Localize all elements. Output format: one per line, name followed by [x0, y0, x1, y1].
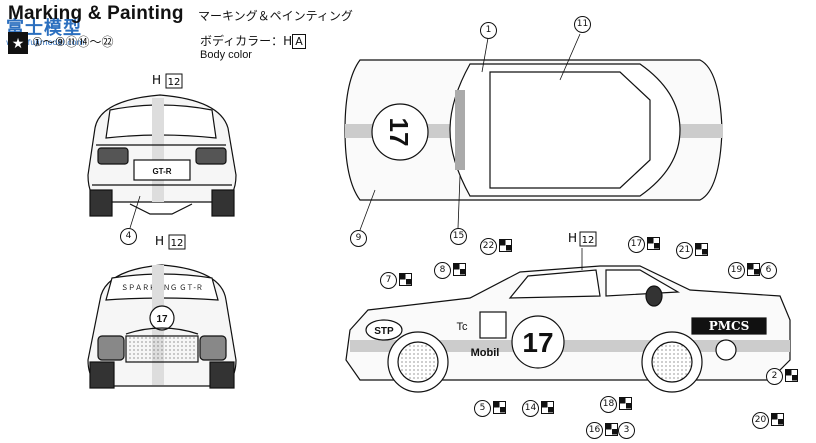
- roof-number: 17: [384, 118, 414, 147]
- front-view-drawing: ＳＰＡＲＫＩＮＧ ＧＴ-Ｒ 17: [87, 264, 237, 389]
- rear-view-drawing: GT-R: [87, 94, 237, 217]
- decal-marker-icon: [619, 396, 632, 410]
- callout-17: 17: [628, 236, 660, 253]
- decal-marker-icon: [499, 238, 512, 252]
- page-title: Marking & Painting: [8, 3, 184, 24]
- decal-marker-icon: [647, 236, 660, 250]
- side-view-drawing: 17 PMCS STP Mobil Tc: [345, 265, 791, 393]
- rear-plate-text: GT-R: [152, 167, 171, 176]
- watermark-url: www.fujimodel.com: [6, 38, 85, 47]
- page-title-japanese: マーキング＆ペインティング: [198, 9, 353, 23]
- decal-marker-icon: [785, 368, 798, 382]
- callout-15: 15: [450, 228, 467, 245]
- callout-5: 5: [474, 400, 506, 417]
- body-color-jp-text: ボディカラー：H: [200, 34, 293, 48]
- callout-4: 4: [120, 228, 137, 245]
- rear-color-prefix: H: [152, 73, 161, 87]
- callout-7: 7: [380, 272, 412, 289]
- callout-14: 14: [522, 400, 554, 417]
- callout-20: 20: [752, 412, 784, 429]
- body-color-label-english: Body color: [200, 49, 252, 61]
- front-color-box: [168, 234, 186, 250]
- callout-22: 22: [480, 238, 512, 255]
- decal-marker-icon: [541, 400, 554, 414]
- callout-2: 2: [766, 368, 798, 385]
- callout-8: 8: [434, 262, 466, 279]
- rear-color-box: [165, 73, 183, 89]
- rear-color-code: 12: [168, 77, 181, 88]
- front-number: 17: [156, 314, 168, 325]
- side-sponsor-pmcs: PMCS: [709, 319, 750, 333]
- decal-marker-icon: [453, 262, 466, 276]
- side-logo-mobil: Mobil: [471, 347, 500, 359]
- callout-21: 21: [676, 242, 708, 259]
- callout-18: 18: [600, 396, 632, 413]
- decal-marker-icon: [771, 412, 784, 426]
- decal-marker-icon: [605, 422, 618, 436]
- side-color-prefix: H: [568, 231, 577, 245]
- decal-marker-icon: [695, 242, 708, 256]
- top-view-drawing: 17: [344, 59, 723, 201]
- callout-9: 9: [350, 230, 367, 247]
- decal-marker-icon: [493, 400, 506, 414]
- star-icon: ★: [8, 32, 28, 54]
- side-color-code: 12: [582, 235, 595, 246]
- decal-marker-icon: [747, 262, 760, 276]
- decal-marker-icon: [399, 272, 412, 286]
- callout-1: 1: [480, 22, 497, 39]
- side-color-box: [579, 231, 597, 247]
- side-logo-tc: Tc: [457, 321, 469, 333]
- side-logo-stp: STP: [374, 326, 394, 337]
- body-color-code: A: [292, 34, 306, 49]
- parts-list: ①～⑨⑪⑭～㉒: [32, 35, 114, 49]
- callout-11: 11: [574, 16, 591, 33]
- front-color-prefix: H: [155, 234, 164, 248]
- side-number: 17: [522, 327, 553, 358]
- front-color-code: 12: [171, 238, 184, 249]
